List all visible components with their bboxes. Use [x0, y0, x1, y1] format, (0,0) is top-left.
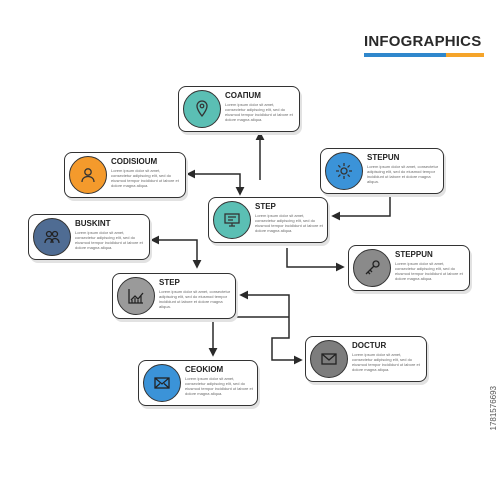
step-icon-circle: [310, 340, 348, 378]
step-icon-circle: [183, 90, 221, 128]
step-title: BUSKINT: [75, 219, 111, 228]
connector-right-to-center: [331, 195, 391, 221]
page-title: INFOGRAPHICS: [364, 33, 482, 50]
step-title: STEP: [159, 278, 180, 287]
step-icon-circle: [117, 277, 155, 315]
step-description: Lorem ipsum dolor sit amet, consectetur …: [367, 164, 439, 184]
team-icon: [44, 230, 60, 244]
gear-icon: [336, 163, 352, 179]
connector-step-to-doctur: [239, 290, 303, 365]
step-card-step-lower[interactable]: STEP Lorem ipsum dolor sit amet, consect…: [112, 273, 236, 319]
step-description: Lorem ipsum dolor sit amet, consectetur …: [75, 230, 143, 250]
step-card-buskint[interactable]: BUSKINT Lorem ipsum dolor sit amet, cons…: [28, 214, 150, 260]
step-card-stepun[interactable]: STEPUN Lorem ipsum dolor sit amet, conse…: [320, 148, 444, 194]
step-description: Lorem ipsum dolor sit amet, consectetur …: [225, 102, 293, 122]
step-title: DOCTUR: [352, 341, 387, 350]
step-description: Lorem ipsum dolor sit amet, consectetur …: [352, 352, 420, 372]
connector-center-to-steppun: [286, 248, 345, 272]
connector-buskint-to-step: [150, 235, 202, 269]
step-icon-circle: [213, 201, 251, 239]
step-icon-circle: [143, 364, 181, 402]
envelope-icon: [154, 377, 170, 389]
step-description: Lorem ipsum dolor sit amet, consectetur …: [111, 168, 179, 188]
step-card-codisioum[interactable]: CODISIOUM Lorem ipsum dolor sit amet, co…: [64, 152, 186, 198]
step-card-coanum[interactable]: COAПUM Lorem ipsum dolor sit amet, conse…: [178, 86, 300, 132]
step-title: STEPPUN: [395, 250, 433, 259]
step-description: Lorem ipsum dolor sit amet, consectetur …: [185, 376, 253, 396]
step-title: CEOKIOM: [185, 365, 224, 374]
step-card-steppun[interactable]: STEPPUN Lorem ipsum dolor sit amet, cons…: [348, 245, 470, 291]
step-title: STEP: [255, 202, 276, 211]
step-icon-circle: [33, 218, 71, 256]
chart-icon: [128, 289, 144, 304]
connector-left-to-center: [186, 169, 245, 196]
step-description: Lorem ipsum dolor sit amet, consectetur …: [255, 213, 323, 233]
step-icon-circle: [325, 152, 363, 190]
step-card-doctur[interactable]: DOCTUR Lorem ipsum dolor sit amet, conse…: [305, 336, 427, 382]
step-icon-circle: [69, 156, 107, 194]
step-icon-circle: [353, 249, 391, 287]
step-title: COAПUM: [225, 91, 261, 100]
title-underline-orange: [446, 53, 484, 57]
watermark-id: 1781576693: [489, 385, 498, 431]
step-title: CODISIOUM: [111, 157, 158, 166]
step-card-step-center[interactable]: STEP Lorem ipsum dolor sit amet, consect…: [208, 197, 328, 243]
step-title: STEPUN: [367, 153, 400, 162]
step-description: Lorem ipsum dolor sit amet, consectetur …: [395, 261, 463, 281]
title-underline-blue: [364, 53, 446, 57]
monitor-icon: [224, 213, 240, 227]
key-icon: [365, 260, 380, 275]
connector-step-to-ceokiom: [208, 316, 289, 357]
user-icon: [81, 168, 95, 183]
location-pin-icon: [196, 100, 208, 118]
step-description: Lorem ipsum dolor sit amet, consectetur …: [159, 289, 231, 309]
title-underline: [364, 53, 484, 57]
step-card-ceokiom[interactable]: CEOKIOM Lorem ipsum dolor sit amet, cons…: [138, 360, 258, 406]
mail-icon: [321, 353, 337, 365]
